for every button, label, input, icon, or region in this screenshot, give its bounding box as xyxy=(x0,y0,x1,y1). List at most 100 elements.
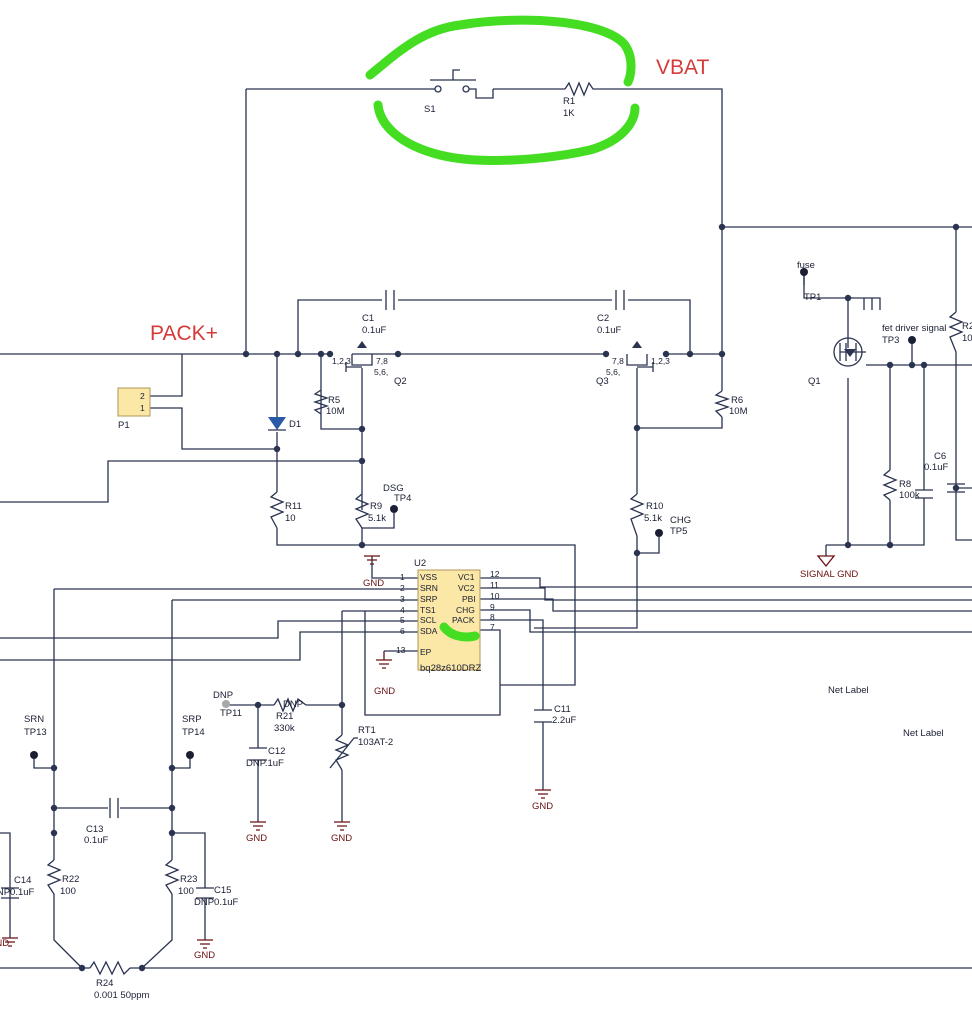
test-point-tp13[interactable]: SRN TP13 xyxy=(24,714,47,759)
r8-value: 100k xyxy=(899,490,920,501)
tp5-net: CHG xyxy=(670,515,691,526)
resistor-r2-partial: R2 10 xyxy=(947,311,972,493)
q2-pins-a: 1,2,3 xyxy=(332,356,351,366)
u2-pin-name: SDA xyxy=(420,626,438,636)
gnd-label: GND xyxy=(246,833,267,844)
test-point-tp14[interactable]: SRP TP14 xyxy=(182,714,205,759)
c1-ref: C1 xyxy=(362,313,374,324)
r6-value: 10M xyxy=(729,406,748,417)
capacitor-c15[interactable]: C15 DNP0.1uF xyxy=(194,885,239,908)
tp1-ref: TP1 xyxy=(804,292,821,303)
c14-ref: C14 xyxy=(14,875,31,886)
r5-ref: R5 xyxy=(328,395,340,406)
u2-pin-num: 9 xyxy=(490,602,495,612)
c12-value: DNP.1uF xyxy=(246,758,284,769)
r24-value: 0.001 50ppm xyxy=(94,990,150,1001)
u2-pin-num: 5 xyxy=(400,615,405,625)
r22-value: 100 xyxy=(60,886,76,897)
resistor-r23[interactable]: R23 100 xyxy=(164,859,197,897)
test-point-tp11[interactable]: DNP TP11 xyxy=(213,690,242,719)
c13-value: 0.1uF xyxy=(84,835,108,846)
tp4-net: DSG xyxy=(383,483,404,494)
u2-pin-name: VC1 xyxy=(458,572,475,582)
test-point-tp5[interactable]: CHG TP5 xyxy=(637,515,691,554)
capacitor-c12[interactable]: C12 DNP.1uF xyxy=(246,746,285,769)
mosfet-q1[interactable]: Q1 xyxy=(808,337,866,387)
s1-ref: S1 xyxy=(424,104,436,115)
connector-p1[interactable]: 2 1 P1 xyxy=(117,387,151,431)
resistor-r6[interactable]: R6 10M xyxy=(713,390,748,418)
gnd-label: GND xyxy=(194,950,215,961)
test-point-tp3[interactable]: fet driver signal TP3 xyxy=(882,323,946,346)
u2-pin-name: TS1 xyxy=(420,605,436,615)
capacitor-c2-top xyxy=(615,290,625,310)
c15-ref: C15 xyxy=(214,885,231,896)
thermistor-rt1[interactable]: RT1 103AT-2 xyxy=(329,725,393,771)
u2-pin-num: 2 xyxy=(400,583,405,593)
u2-ref: U2 xyxy=(414,558,426,569)
resistor-r9[interactable]: R9 5.1k xyxy=(354,493,386,529)
r6-ref: R6 xyxy=(731,395,743,406)
c2-value: 0.1uF xyxy=(597,325,621,336)
p1-pin2: 2 xyxy=(140,391,145,401)
tp13-net: SRN xyxy=(24,714,44,725)
resistor-r24[interactable]: R24 0.001 50ppm xyxy=(89,960,150,1001)
u2-pin-num: 12 xyxy=(490,569,500,579)
wires xyxy=(0,88,972,969)
r9-value: 5.1k xyxy=(368,513,386,524)
q2-ref: Q2 xyxy=(394,376,407,387)
u2-pin-num: 11 xyxy=(490,580,499,590)
r21-dnp: DNP xyxy=(283,699,303,710)
u2-pin-name: PBI xyxy=(462,594,476,604)
net-label-pack-plus: PACK+ xyxy=(150,322,218,345)
capacitor-c13[interactable]: C13 0.1uF xyxy=(84,798,119,846)
resistor-r8[interactable]: R8 100k xyxy=(882,469,920,501)
u2-pin-num: 1 xyxy=(400,572,405,582)
u2-pin-num: 10 xyxy=(490,591,500,601)
resistor-r22[interactable]: R22 100 xyxy=(46,859,79,897)
resistor-r1[interactable]: R1 1K xyxy=(563,81,597,119)
test-point-tp4[interactable]: DSG TP4 xyxy=(362,483,411,529)
capacitor-c14[interactable]: C14 DNP0.1uF xyxy=(0,875,35,899)
tp13-ref: TP13 xyxy=(24,727,47,738)
q3-pins-b: 7,8 xyxy=(612,356,624,366)
r2-value: 10 xyxy=(962,333,972,344)
q3-pins-a: 1,2,3 xyxy=(651,356,670,366)
c6-ref: C6 xyxy=(934,451,946,462)
resistor-r21[interactable]: DNP R21 330k xyxy=(273,697,307,734)
r8-ref: R8 xyxy=(899,479,911,490)
diode-d1[interactable]: D1 xyxy=(268,417,301,431)
u2-pin-name: VSS xyxy=(420,572,437,582)
resistor-r10[interactable]: R10 5.1k xyxy=(629,493,663,537)
gnd-label: GND xyxy=(532,801,553,812)
r11-ref: R11 xyxy=(285,501,302,512)
capacitor-c11[interactable]: C11 2.2uF xyxy=(534,704,576,726)
capacitor-c6[interactable]: C6 0.1uF xyxy=(915,451,948,499)
u2-pin-num: 3 xyxy=(400,594,405,604)
q3-pins-c: 5,6, xyxy=(606,367,620,377)
p1-pin1: 1 xyxy=(140,403,145,413)
c11-ref: C11 xyxy=(554,704,571,715)
resistor-r5[interactable]: R5 10M xyxy=(312,389,345,417)
resistor-r11[interactable]: R11 10 xyxy=(269,491,302,529)
u2-pin-num: 6 xyxy=(400,626,405,636)
c12-ref: C12 xyxy=(268,746,285,757)
gnd-label: GND xyxy=(374,686,395,697)
u2-pin-name: PACK xyxy=(452,615,475,625)
u2-pin-name: SCL xyxy=(420,615,437,625)
switch-s1[interactable]: S1 xyxy=(418,69,494,115)
test-point-tp1[interactable]: fuse TP1 xyxy=(797,260,848,303)
ic-u2[interactable]: U2 bq28z610DRZ 1 VSS 2 SRN 3 SRP 4 TS1 5… xyxy=(396,558,500,674)
capacitor-c1-top xyxy=(385,290,395,310)
u2-pin-num: 4 xyxy=(400,605,405,615)
r5-value: 10M xyxy=(326,406,345,417)
q2-pins-b: 7,8 xyxy=(376,356,388,366)
rt1-ref: RT1 xyxy=(358,725,376,736)
r23-ref: R23 xyxy=(180,874,197,885)
c1-value: 0.1uF xyxy=(362,325,386,336)
mosfet-q3[interactable]: 7,8 1,2,3 5,6, Q3 xyxy=(596,341,670,387)
mosfet-q2[interactable]: 1,2,3 7,8 5,6, Q2 xyxy=(332,341,407,387)
u2-part: bq28z610DRZ xyxy=(420,663,481,674)
